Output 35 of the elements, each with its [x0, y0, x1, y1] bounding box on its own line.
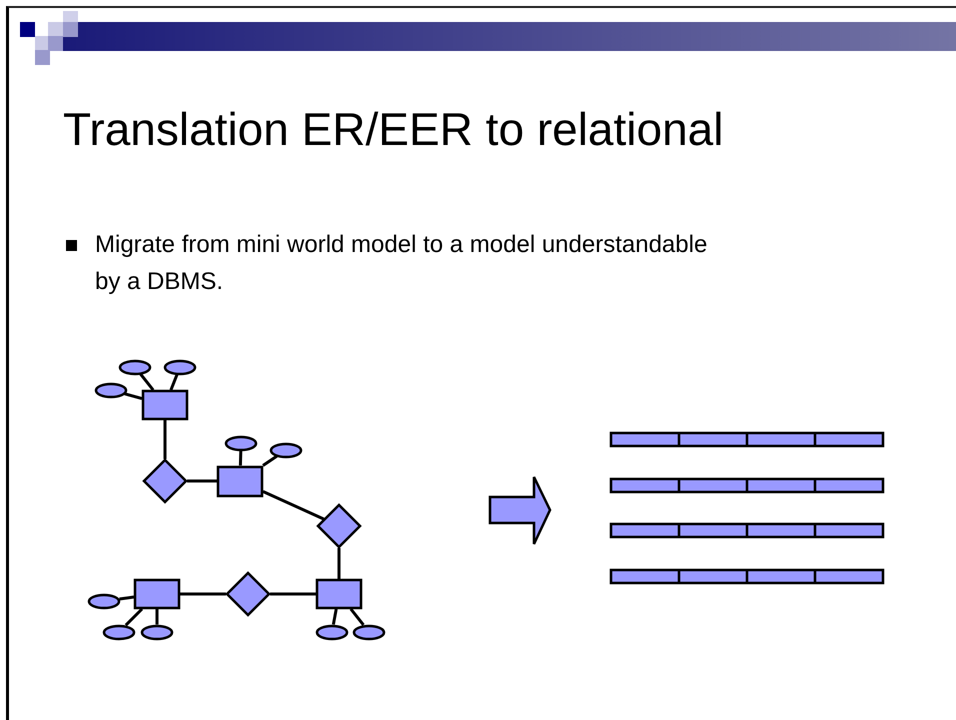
attribute-ellipse — [353, 624, 385, 640]
connector-line — [350, 608, 365, 626]
attribute-ellipse — [225, 436, 257, 450]
connector-line — [180, 592, 226, 596]
connector-line — [270, 592, 316, 596]
attribute-ellipse — [88, 594, 120, 608]
attribute-ellipse — [316, 624, 348, 640]
connector-line — [170, 374, 178, 391]
attribute-ellipse — [270, 442, 302, 458]
connector-line — [139, 373, 154, 391]
connector-line — [238, 450, 242, 466]
attribute-ellipse — [141, 624, 173, 640]
attribute-ellipse — [119, 360, 151, 374]
connector-line — [338, 548, 340, 579]
connector-line — [262, 490, 324, 520]
connector-line — [124, 608, 144, 626]
slide-title: Translation ER/EER to relational — [63, 102, 724, 156]
entity-box — [142, 390, 188, 420]
relationship-diamond — [226, 572, 270, 616]
relationship-diamond — [143, 459, 187, 503]
connector-line — [119, 596, 134, 600]
bullet-text: Migrate from mini world model to a model understandable by a DBMS. — [95, 230, 708, 297]
entity-box — [217, 466, 263, 496]
entity-box — [134, 579, 180, 609]
connector-line — [187, 480, 217, 482]
relationship-diamond — [317, 504, 361, 548]
connector-line — [164, 420, 166, 459]
attribute-ellipse — [95, 382, 127, 398]
connector-line — [156, 609, 158, 624]
connector-line — [124, 392, 142, 400]
entity-box — [316, 579, 362, 609]
connector-line — [262, 454, 278, 467]
attribute-ellipse — [164, 360, 196, 374]
connector-line — [332, 608, 338, 625]
attribute-ellipse — [103, 624, 135, 640]
